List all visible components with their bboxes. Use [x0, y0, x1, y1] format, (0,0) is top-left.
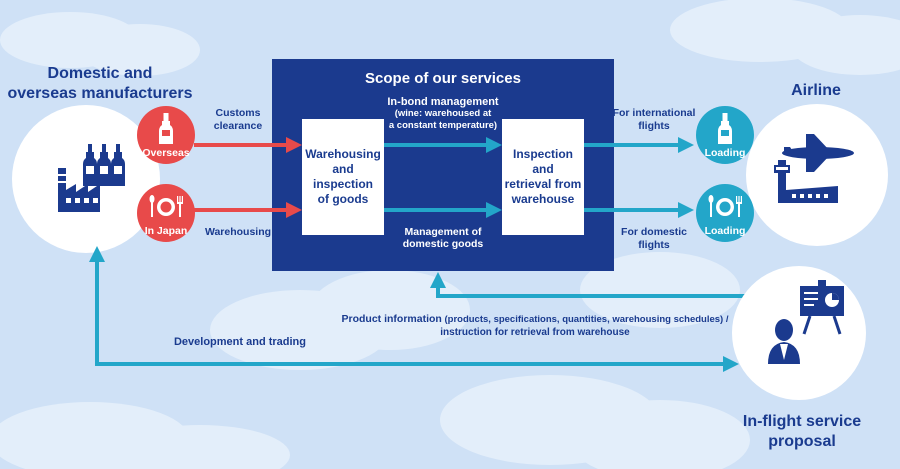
domestic-flights-label: For domestic flights: [608, 226, 700, 252]
product-info-rest: (products, specifications, quantities, w…: [441, 314, 729, 325]
box-right-line2: retrieval from: [504, 177, 582, 191]
domestic-goods-label: Management of domestic goods: [382, 226, 504, 250]
manufacturers-title-line1: Domestic and: [47, 65, 153, 82]
domestic-goods-line1: Management of: [404, 226, 482, 238]
dom-line1: For domestic: [621, 226, 687, 238]
intl-line1: For international: [612, 107, 696, 119]
product-info-line2: instruction for retrieval from warehouse: [440, 327, 630, 338]
in-japan-label: In Japan: [144, 225, 188, 237]
box-right-line3: warehouse: [511, 192, 575, 206]
international-arrow: [584, 137, 694, 153]
product-info-bold: Product information: [341, 313, 442, 325]
manufacturers-title: Domestic and overseas manufacturers: [2, 64, 198, 104]
warehousing-label: Warehousing: [204, 226, 272, 238]
in-bond-arrow: [384, 137, 502, 153]
airline-title: Airline: [791, 82, 841, 99]
box-right-line1: Inspection and: [512, 147, 573, 176]
scope-title: Scope of our services: [365, 70, 521, 87]
development-trading-label: Development and trading: [173, 336, 307, 348]
box-left-line1: Warehousing: [305, 147, 381, 161]
warehousing-arrow: [194, 202, 302, 218]
international-flights-label: For international flights: [608, 107, 700, 133]
dining-icon: [708, 195, 742, 217]
warehousing-inspection-box: Warehousing and inspection of goods: [302, 119, 384, 235]
intl-line2: flights: [638, 120, 670, 132]
dom-line2: flights: [638, 239, 670, 251]
loading-international-label: Loading: [704, 147, 746, 159]
scope-of-services-panel: Scope of our services Warehousing and in…: [272, 59, 614, 271]
domestic-goods-arrow: [384, 202, 502, 218]
customs-arrow: [194, 137, 302, 153]
proposal-title-line2: proposal: [768, 433, 836, 450]
development-trading-arrow: [89, 246, 739, 372]
loading-domestic-label: Loading: [704, 225, 746, 237]
domestic-goods-line2: domestic goods: [402, 238, 484, 250]
box-left-line2: and inspection: [312, 162, 373, 191]
product-information-label: Product information (products, specifica…: [330, 313, 740, 339]
customs-line1: Customs: [215, 107, 261, 119]
airline-circle: [746, 104, 888, 246]
in-bond-line3: a constant temperature): [388, 120, 498, 131]
inspection-retrieval-box: Inspection and retrieval from warehouse: [502, 119, 584, 235]
manufacturers-title-line2: overseas manufacturers: [7, 85, 193, 102]
proposal-title: In-flight service proposal: [722, 412, 882, 452]
overseas-label: Overseas: [142, 147, 190, 159]
in-bond-label: In-bond management (wine: warehoused at …: [382, 96, 504, 132]
airplane-icon: [782, 134, 854, 172]
customs-clearance-label: Customs clearance: [198, 107, 278, 133]
in-bond-line1: In-bond management: [387, 96, 499, 108]
domestic-arrow: [584, 202, 694, 218]
in-bond-line2: (wine: warehoused at: [394, 108, 492, 119]
product-info-arrow: [430, 272, 748, 298]
dining-icon: [149, 195, 183, 217]
customs-line2: clearance: [213, 120, 263, 132]
proposal-title-line1: In-flight service: [742, 413, 862, 430]
box-left-line3: of goods: [317, 192, 369, 206]
